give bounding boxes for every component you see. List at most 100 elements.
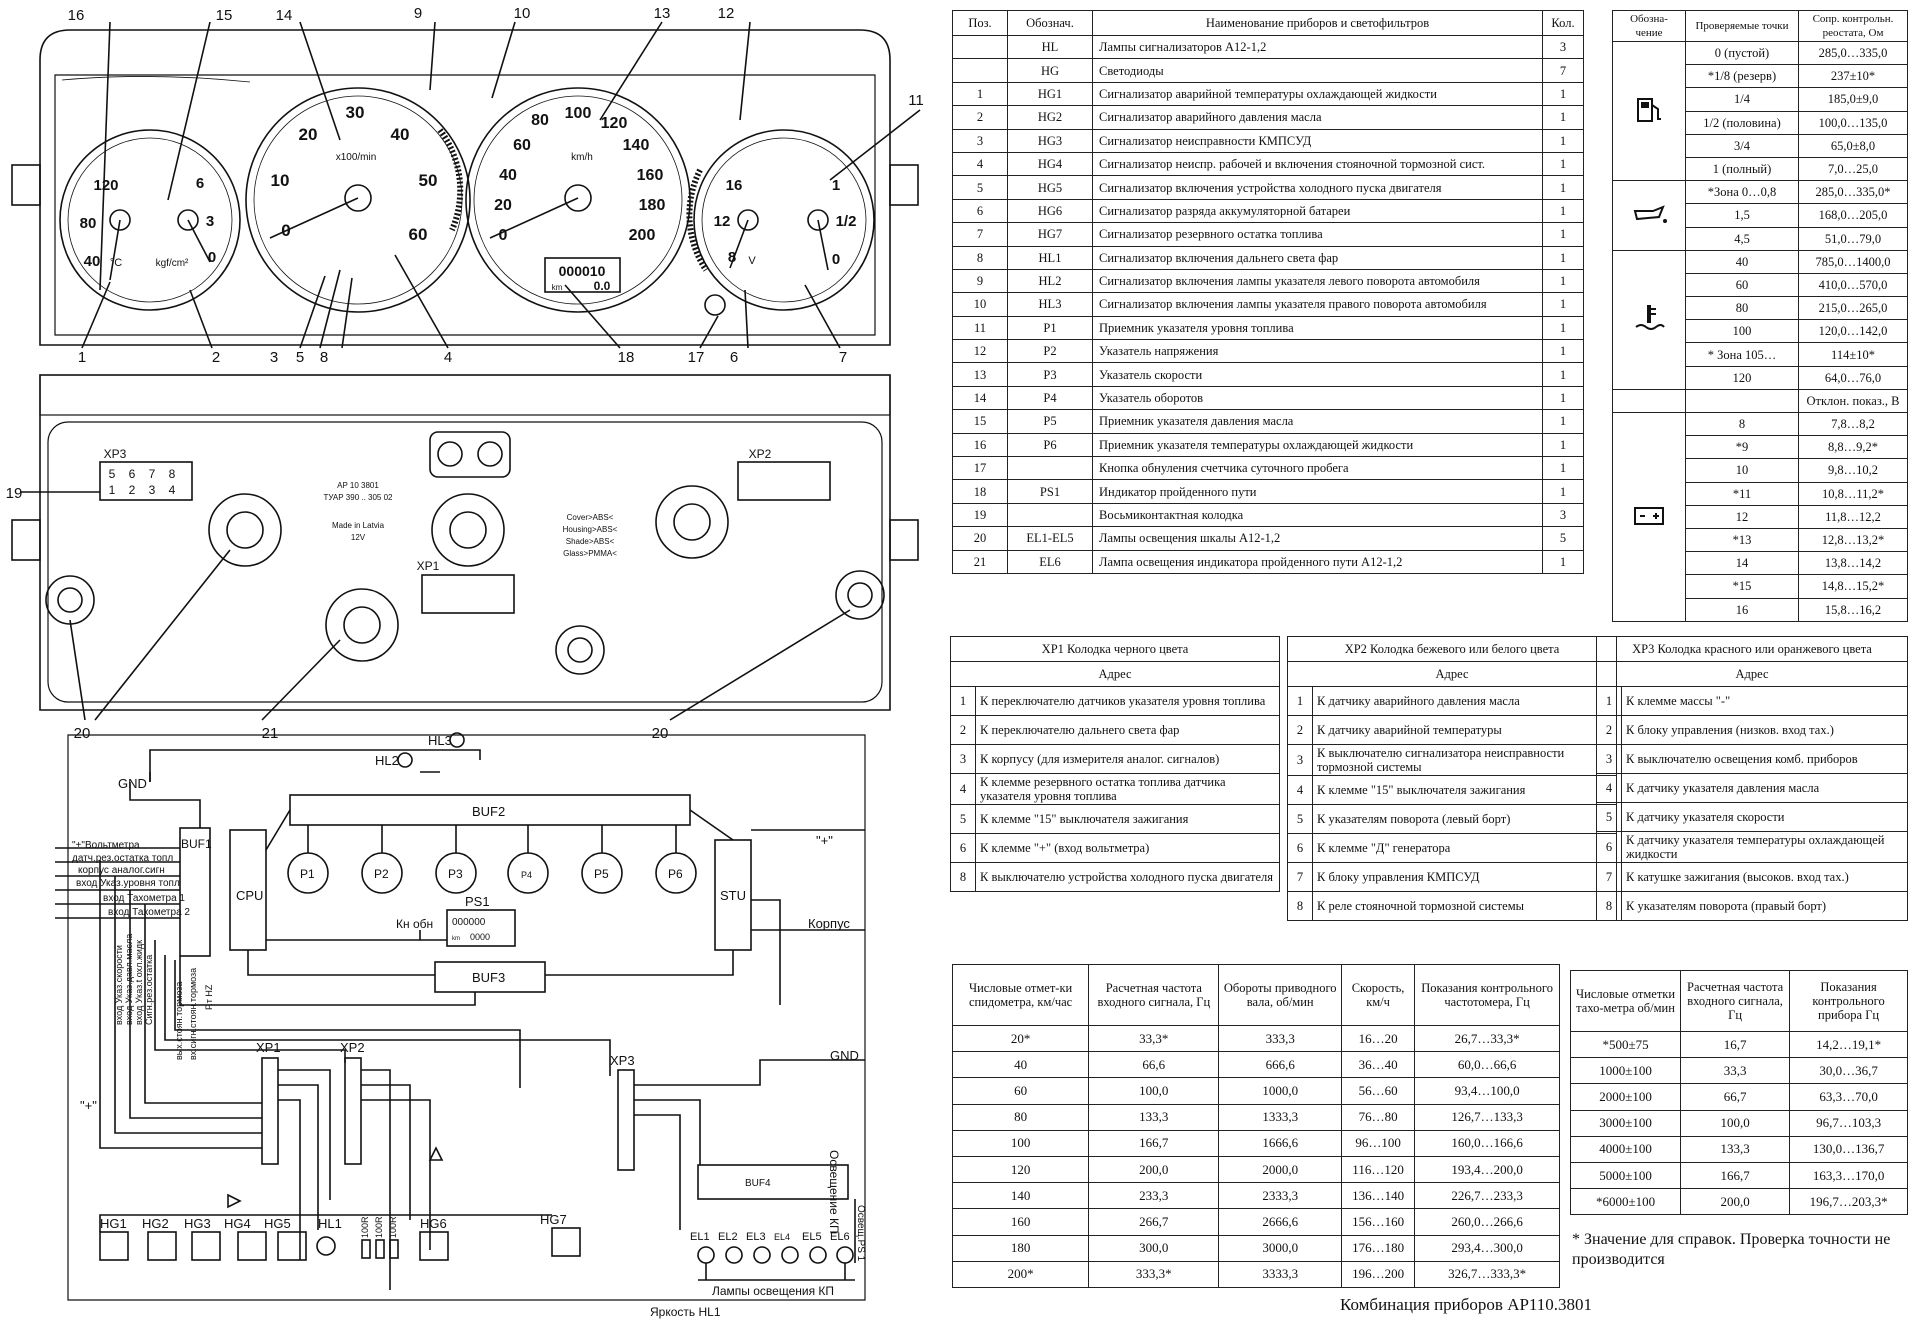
callout-13: 13 [654,5,671,22]
resist-subheader-row: Отклон. показ., В [1612,388,1908,414]
resistor-1: 100R [360,1216,370,1238]
resistance-value: 120,0…142,0 [1798,319,1908,344]
tacho-cell: 33,3 [1680,1057,1791,1085]
pin-address: К выключателю освещения комб. приборов [1621,744,1908,774]
temp-unit: °C [110,257,122,269]
odometer-display [544,257,621,293]
part-qty: 1 [1542,128,1584,153]
part-code: HG2 [1007,105,1093,130]
part-pos: 14 [952,385,1008,411]
part-name: Сигнализатор включения устройства холодн… [1092,175,1543,200]
pin-address: К клемме "Д" генератора [1312,833,1617,863]
part-pos: 18 [952,479,1008,504]
resistance-table: Обозна-чение Проверяемые точки Сопр. кон… [1612,10,1908,622]
reset-button-label: Кн обн [396,917,433,931]
input-fuel-reserve: датч.рез.остатка топл [72,853,173,864]
part-pos: 12 [952,339,1008,364]
callout-10: 10 [514,5,531,22]
tacho-col-meter: Показания контрольного прибора Гц [1789,970,1908,1032]
tacho-cell: 66,7 [1680,1083,1791,1111]
part-name: Кнопка обнуления счетчика суточного проб… [1092,456,1543,481]
part-qty: 3 [1542,502,1584,528]
plus-left-label: "+" [80,1098,97,1113]
tacho-col-marks: Числовые отметки тахо-метра об/мин [1569,970,1682,1032]
speedo-tick-200: 200 [629,227,656,244]
test-point: 10 [1685,458,1799,483]
ps1-unit: km [452,936,460,942]
input-reserve-signal: Сигн.рез.остатка [144,955,154,1025]
speed-cell: 293,4…300,0 [1414,1234,1560,1262]
speed-cell: 3000,0 [1218,1234,1342,1262]
input-tacho-1: вход Тахометра 1 [103,893,185,904]
test-point: *9 [1685,435,1799,460]
resistance-value: 51,0…79,0 [1798,226,1908,251]
pin-number: 3 [1596,744,1622,774]
speed-cell: 100 [951,1129,1090,1157]
test-point: 12 [1685,504,1799,529]
back-pin-8: 8 [169,467,176,481]
col-resistance: Сопр. контрольн. реостата, Ом [1798,10,1908,42]
pin-address: К указателям поворота (левый борт) [1312,804,1617,834]
tachometer-table: Числовые отметки тахо-метра об/мин Расче… [1569,970,1908,1216]
part-name: Сигнализатор резервного остатка топлива [1092,222,1543,247]
part-code: HL1 [1007,245,1093,270]
buf2-label: BUF2 [472,804,505,819]
tacho-cell: 166,7 [1680,1161,1791,1190]
hl2-label: HL2 [375,753,399,768]
pin-address: К катушке зажигания (высоков. вход тах.) [1621,862,1908,892]
part-qty: 1 [1542,479,1584,504]
lamp-hg6: HG6 [420,1216,447,1231]
test-point: *11 [1685,481,1799,506]
part-name: Указатель оборотов [1092,385,1543,411]
tacho-tick-60: 60 [409,225,428,244]
pin-address: К корпусу (для измерителя аналог. сигнал… [975,744,1280,774]
test-point: 14 [1685,551,1799,576]
test-point: 40 [1685,249,1799,274]
part-qty: 3 [1542,34,1584,60]
part-pos: 13 [952,362,1008,387]
lamp-hg5: HG5 [264,1216,291,1231]
callout-12: 12 [718,5,735,22]
xp2-addr: Адрес [1287,661,1617,687]
speedometer-gauge [465,87,691,313]
test-point: *13 [1685,527,1799,553]
xp2-connector-back [737,461,831,501]
test-point: 16 [1685,597,1799,622]
pin-address: К выключателю устройства холодного пуска… [975,862,1280,892]
callout-4: 4 [444,349,452,366]
part-name: Приемник указателя давления масла [1092,409,1543,434]
tacho-tick-30: 30 [346,103,365,122]
part-pos: 16 [952,432,1008,458]
test-point: 1 (полный) [1685,156,1799,182]
lamp-el5: EL5 [802,1231,822,1243]
lamp-hg7: HG7 [540,1212,567,1227]
resistance-value: 9,8…10,2 [1798,458,1908,483]
part-pos: 2 [952,105,1008,130]
speed-cell: 166,7 [1088,1129,1220,1157]
pin-address: К переключателю дальнего света фар [975,715,1280,745]
part-pos: 7 [952,222,1008,247]
callout-5: 5 [296,349,304,366]
tacho-cell: *6000±100 [1569,1188,1682,1216]
speed-cell: 136…140 [1340,1182,1416,1210]
pointer-p5: P5 [594,867,609,881]
part-name: Лампы сигнализаторов А12-1,2 [1092,34,1543,60]
schem-xp1-label: XP1 [256,1040,281,1055]
part-name: Указатель скорости [1092,362,1543,387]
part-pos: 15 [952,409,1008,434]
